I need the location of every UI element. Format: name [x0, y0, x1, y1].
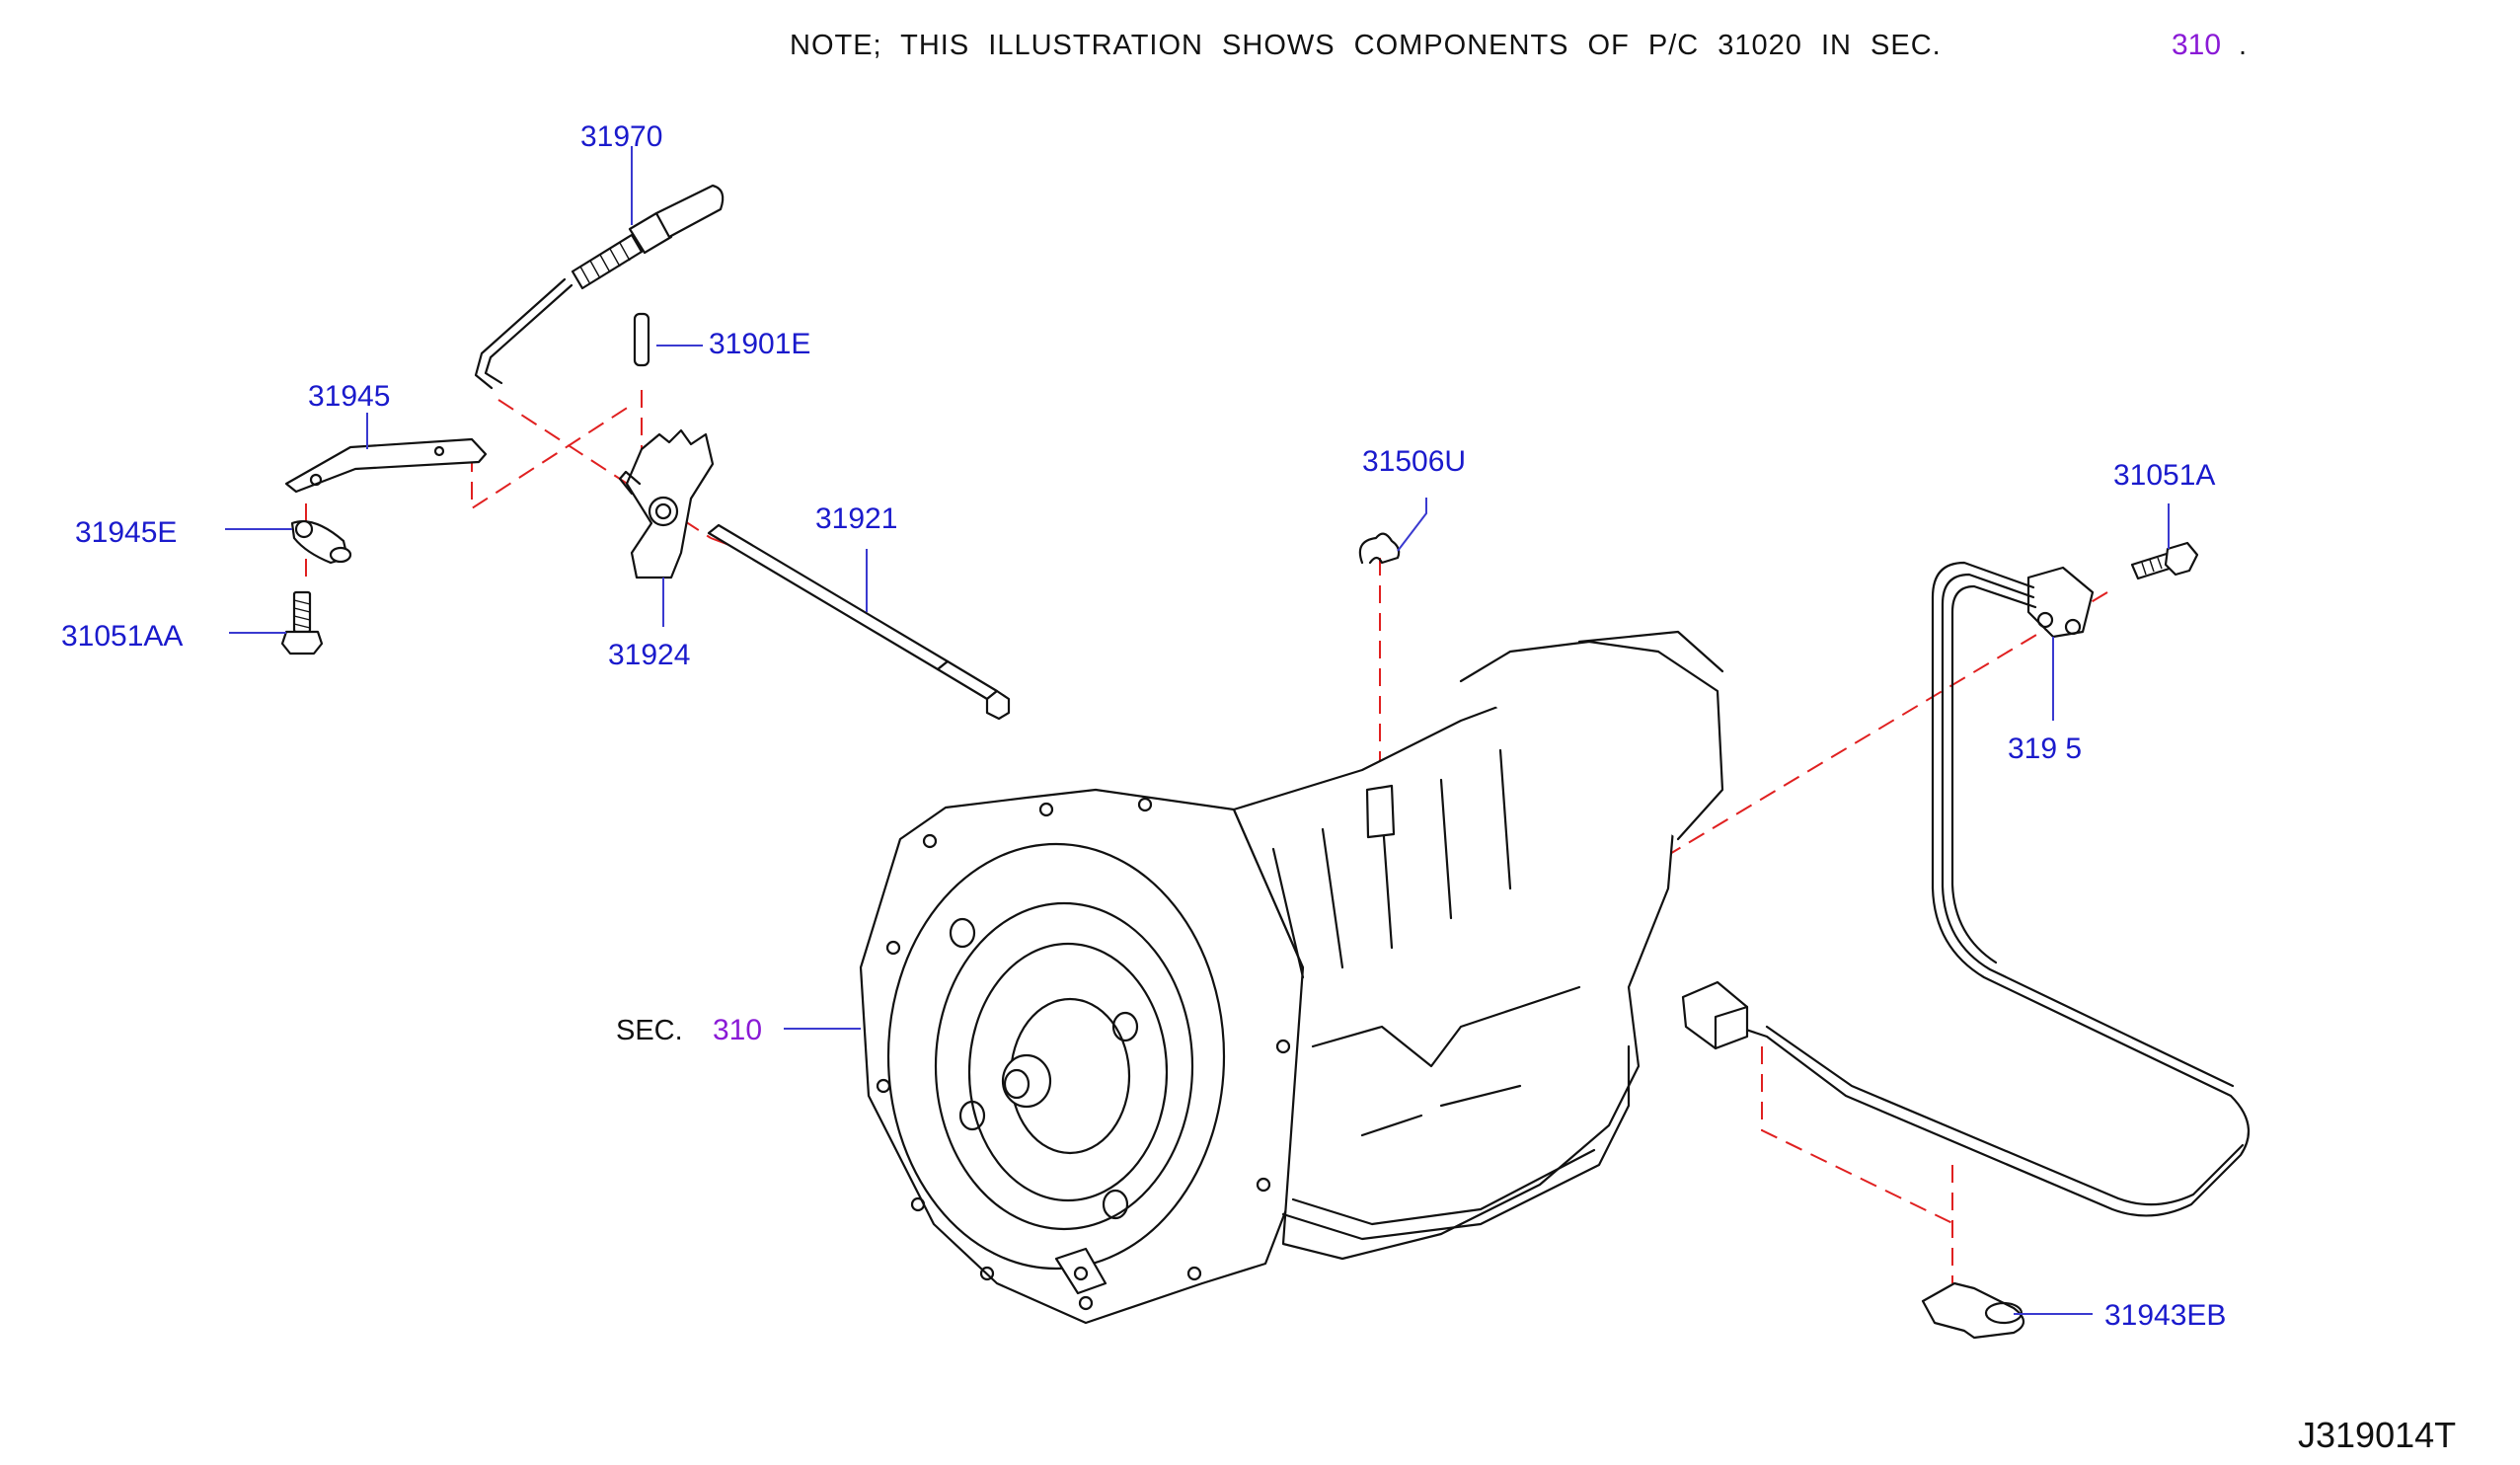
section-label: SEC. [616, 1015, 683, 1046]
part-label-31506U[interactable]: 31506U [1362, 445, 1466, 478]
pin-31901E-drawing[interactable] [633, 312, 650, 367]
note-period: . [2239, 30, 2247, 61]
shaft-31921-drawing[interactable] [707, 523, 1011, 721]
part-label-31943EB[interactable]: 31943EB [2104, 1299, 2226, 1332]
part-label-31901E[interactable]: 31901E [709, 328, 810, 360]
part-label-31921[interactable]: 31921 [815, 502, 897, 535]
bolt-31051A-drawing[interactable] [2130, 541, 2199, 580]
lever-31924-drawing[interactable] [618, 428, 715, 579]
part-label-31051A[interactable]: 31051A [2113, 459, 2215, 492]
part-label-31945E[interactable]: 31945E [75, 516, 177, 549]
part-label-31051AA[interactable]: 31051AA [61, 620, 183, 653]
clip-31506U-drawing[interactable] [1358, 532, 1401, 565]
sensor-harness-drawing[interactable] [1681, 561, 2251, 1217]
leader-lines [225, 146, 2170, 1315]
transmission-assembly-drawing[interactable] [859, 630, 1724, 1325]
collar-31945E-drawing[interactable] [290, 519, 352, 565]
note-text: NOTE; THIS ILLUSTRATION SHOWS COMPONENTS… [790, 30, 1942, 61]
part-label-31924[interactable]: 31924 [608, 639, 690, 671]
note-sec-ref-link[interactable]: 310 [2172, 29, 2221, 61]
diagram-code: J319014T [2298, 1415, 2456, 1455]
part-label-31945[interactable]: 31945 [308, 380, 390, 413]
bolt-31051AA-drawing[interactable] [280, 590, 324, 655]
part-label-319x5[interactable]: 319 5 [2008, 732, 2082, 765]
clip-31943EB-drawing[interactable] [1921, 1281, 2025, 1340]
section-ref-link[interactable]: 310 [713, 1014, 762, 1046]
rod-31970-drawing[interactable] [474, 184, 725, 390]
part-label-31970[interactable]: 31970 [580, 120, 662, 153]
bracket-31945-drawing[interactable] [284, 437, 488, 494]
